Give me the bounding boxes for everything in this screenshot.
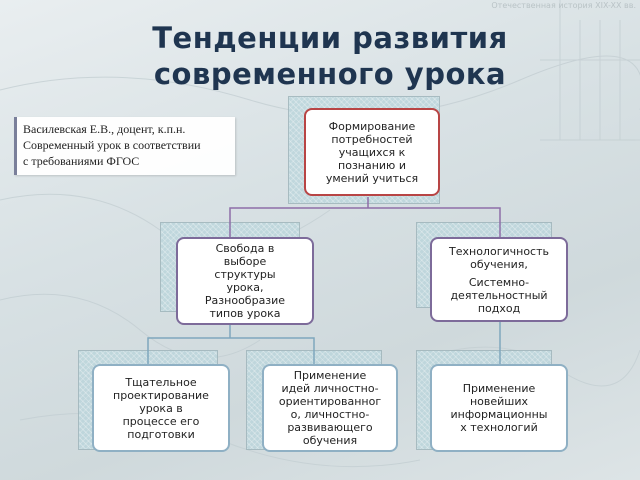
author-line-2: Современный урок в соответствии [23, 138, 201, 152]
node-root: Формирование потребностей учащихся к поз… [304, 108, 440, 196]
node-bottom-1-line: Тщательное [125, 375, 197, 389]
author-line-1: Василевская Е.В., доцент, к.п.н. [23, 122, 186, 136]
node-left-mid-line: Свобода в [215, 242, 275, 255]
node-left-mid-line: выборе [223, 255, 267, 268]
title-line-1: Тенденции развития [152, 21, 508, 55]
node-bottom-2-line: ориентированног [278, 395, 382, 408]
node-right-mid-line: Системно- [468, 275, 530, 289]
node-root-line: учащихся к [338, 145, 406, 159]
node-right-mid-line: обучения, [470, 257, 528, 271]
node-right-mid-line: деятельностный [450, 288, 548, 302]
node-bottom-3: Применение новейших информационны х техн… [430, 364, 568, 452]
node-root-line: потребностей [331, 132, 413, 146]
node-bottom-2-line: обучения [302, 434, 358, 447]
node-root-line: Формирование [328, 119, 416, 133]
page-title: Тенденции развития современного урока [110, 20, 550, 92]
node-left-mid-line: типов урока [209, 307, 281, 320]
node-right-mid-line: Технологичность [449, 244, 549, 258]
node-bottom-1-line: урока в [139, 401, 183, 415]
node-left-mid-line: урока, [226, 281, 264, 294]
node-left-mid-line: структуры [214, 268, 276, 281]
author-line-3: с требованиями ФГОС [23, 154, 140, 168]
node-bottom-1-line: подготовки [127, 427, 195, 441]
node-right-mid-line: подход [477, 301, 521, 315]
title-line-2: современного урока [153, 57, 507, 91]
author-note: Василевская Е.В., доцент, к.п.н. Совреме… [14, 117, 235, 175]
node-bottom-1: Тщательное проектирование урока в процес… [92, 364, 230, 452]
node-left-mid-line: Разнообразие [204, 294, 286, 307]
node-root-line: познанию и [338, 158, 406, 172]
node-bottom-2-line: Применение [293, 369, 367, 382]
node-bottom-3-line: Применение [462, 382, 536, 395]
node-root-line: умений учиться [325, 171, 419, 185]
node-bottom-2-line: о, личностно- [290, 408, 370, 421]
node-bottom-3-line: новейших [469, 395, 529, 408]
node-bottom-2-line: развивающего [287, 421, 373, 434]
node-right-mid: Технологичность обучения, Системно- деят… [430, 237, 568, 322]
watermark-text: Отечественная история XIX-XX вв. [491, 1, 636, 10]
node-left-mid: Свобода в выборе структуры урока, Разноо… [176, 237, 314, 325]
node-bottom-1-line: проектирование [113, 388, 209, 402]
node-bottom-3-line: информационны [450, 408, 548, 421]
node-bottom-3-line: х технологий [460, 421, 538, 434]
node-bottom-1-line: процессе его [122, 414, 200, 428]
node-bottom-2: Применение идей личностно- ориентированн… [262, 364, 398, 452]
node-bottom-2-line: идей личностно- [281, 382, 379, 395]
